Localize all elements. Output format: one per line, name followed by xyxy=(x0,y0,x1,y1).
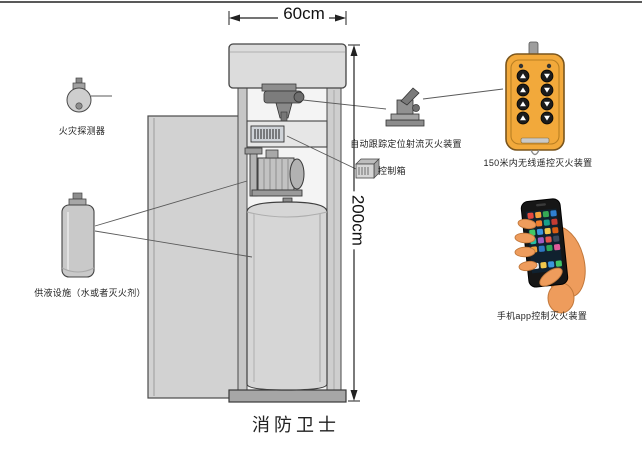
dimension-60cm xyxy=(228,11,347,25)
control-box-icon xyxy=(355,158,380,179)
flame-detector-figure xyxy=(66,77,92,113)
remote-control-figure xyxy=(505,41,565,156)
supply-cylinder-figure xyxy=(61,192,95,278)
hand-wrist xyxy=(547,282,575,314)
back-panel xyxy=(147,115,241,399)
pump-figure xyxy=(244,147,305,197)
nozzle-device-figure xyxy=(385,87,425,127)
jet-nozzle-figure xyxy=(261,83,305,122)
diagram-title: 消防卫士 xyxy=(252,415,340,435)
smartphone-in-hand-figure xyxy=(514,198,586,314)
detector-label: 火灾探测器 xyxy=(58,126,106,136)
phone-app-label: 手机app控制灭火装置 xyxy=(496,311,588,321)
supply-label: 供液设施（水或者灭火剂） xyxy=(34,288,146,298)
callout-lines xyxy=(91,88,504,258)
remote-hook xyxy=(530,149,540,156)
width-dimension-label: 60cm xyxy=(279,4,329,24)
control-box-label: 控制箱 xyxy=(378,166,406,176)
nozzle-device-label: 自动跟踪定位射流灭火装置 xyxy=(350,139,462,149)
hand-thumb xyxy=(539,267,563,287)
control-panel xyxy=(246,120,328,148)
hand-fingers xyxy=(514,218,563,287)
remote-label: 150米内无线遥控灭火装置 xyxy=(483,158,593,168)
height-dimension-label: 200cm xyxy=(347,191,367,250)
remote-buttons xyxy=(516,69,554,125)
tank-figure xyxy=(246,197,328,391)
